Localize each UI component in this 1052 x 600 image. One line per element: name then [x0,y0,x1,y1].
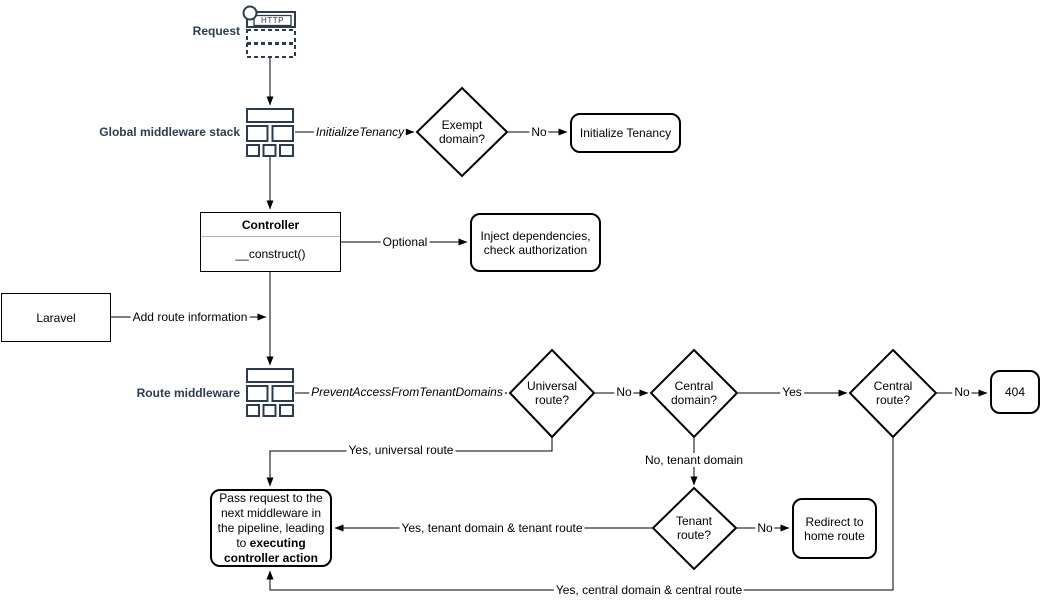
tenant-route-diamond [651,486,738,571]
edge-central-route-no: No [952,385,972,399]
http-icon-label: HTTP [261,16,284,25]
redirect-home-node: Redirect to home route [792,498,877,559]
laravel-node: Laravel [1,293,111,342]
initialize-tenancy-node: Initialize Tenancy [570,113,681,153]
http-request-icon [242,5,296,58]
inject-dependencies-node: Inject dependencies, check authorization [470,213,601,272]
global-middleware-stack-icon [246,108,294,157]
central-route-diamond [848,348,938,439]
exempt-domain-diamond [415,86,509,178]
edge-yes-universal-route: Yes, universal route [346,443,456,457]
controller-title: Controller [201,213,340,237]
edge-add-route-information: Add route information [130,310,250,324]
edge-yes-central-route: Yes, central domain & central route [553,583,745,597]
global-middleware-label: Global middleware stack [99,125,240,139]
not-found-node: 404 [990,370,1040,414]
request-label: Request [192,24,240,38]
controller-method: __construct() [235,247,306,261]
edge-tenant-no: No [755,521,775,535]
central-domain-diamond [649,348,739,439]
pass-request-text: Pass request to the next middleware in t… [217,490,325,565]
controller-node: Controller __construct() [200,212,341,272]
edge-universal-no: No [614,385,634,399]
route-middleware-stack-icon [246,368,294,417]
edge-optional: Optional [380,235,430,249]
universal-route-diamond [508,348,596,439]
edge-exempt-no: No [529,125,549,139]
edge-central-domain-yes: Yes [780,385,804,399]
edge-prevent-access: PreventAccessFromTenantDomains [309,385,505,399]
edge-initialize-tenancy: InitializeTenancy [313,125,407,139]
pass-request-node: Pass request to the next middleware in t… [210,489,332,567]
edge-yes-tenant-route: Yes, tenant domain & tenant route [399,521,585,535]
route-middleware-label: Route middleware [136,386,240,400]
edge-no-tenant-domain: No, tenant domain [642,453,746,467]
